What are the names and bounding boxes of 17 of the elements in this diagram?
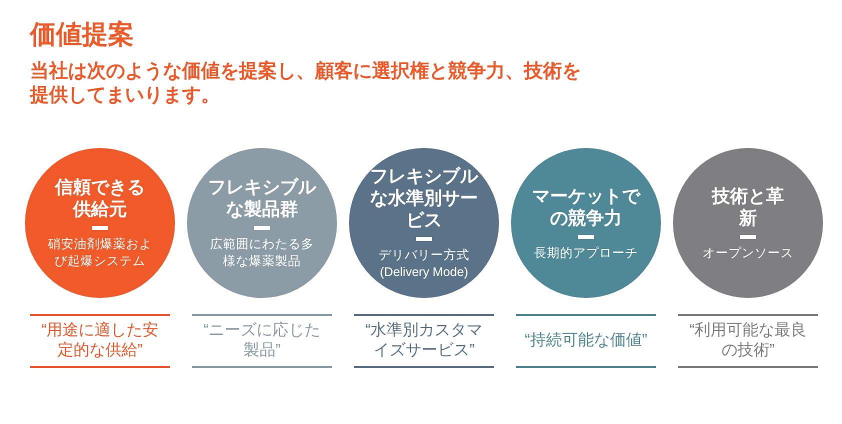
quote-band: “用途に適した安定的な供給”: [30, 314, 170, 368]
quote-band: “ニーズに応じた製品”: [192, 314, 332, 368]
quote-band: “利用可能な最良の技術”: [678, 314, 818, 368]
circle-heading: フレキシブルな製品群: [207, 176, 317, 220]
subtitle: 当社は次のような価値を提案し、顧客に選択権と競争力、技術を提供してまいります。: [30, 60, 582, 108]
quote-band: “持続可能な価値”: [516, 314, 656, 368]
circle-heading: マーケットでの競争力: [531, 184, 641, 228]
circle-heading: フレキシブルな水準別サービス: [369, 165, 480, 231]
circle-description: 硝安油剤爆薬および起爆システム: [47, 236, 153, 270]
circle-heading: 技術と革新: [710, 184, 785, 228]
circle-description: デリバリー方式 (Delivery Mode): [378, 247, 470, 281]
circle-description: 広範囲にわたる多様な爆薬製品: [209, 236, 315, 270]
circle-heading: 信頼できる供給元: [54, 176, 146, 220]
circle-description: オープンソース: [702, 244, 794, 262]
quote-band: “水準別カスタマイズサービス”: [354, 314, 494, 368]
circle-description: 長期的アプローチ: [533, 244, 639, 262]
title: 価値提案: [30, 18, 134, 50]
